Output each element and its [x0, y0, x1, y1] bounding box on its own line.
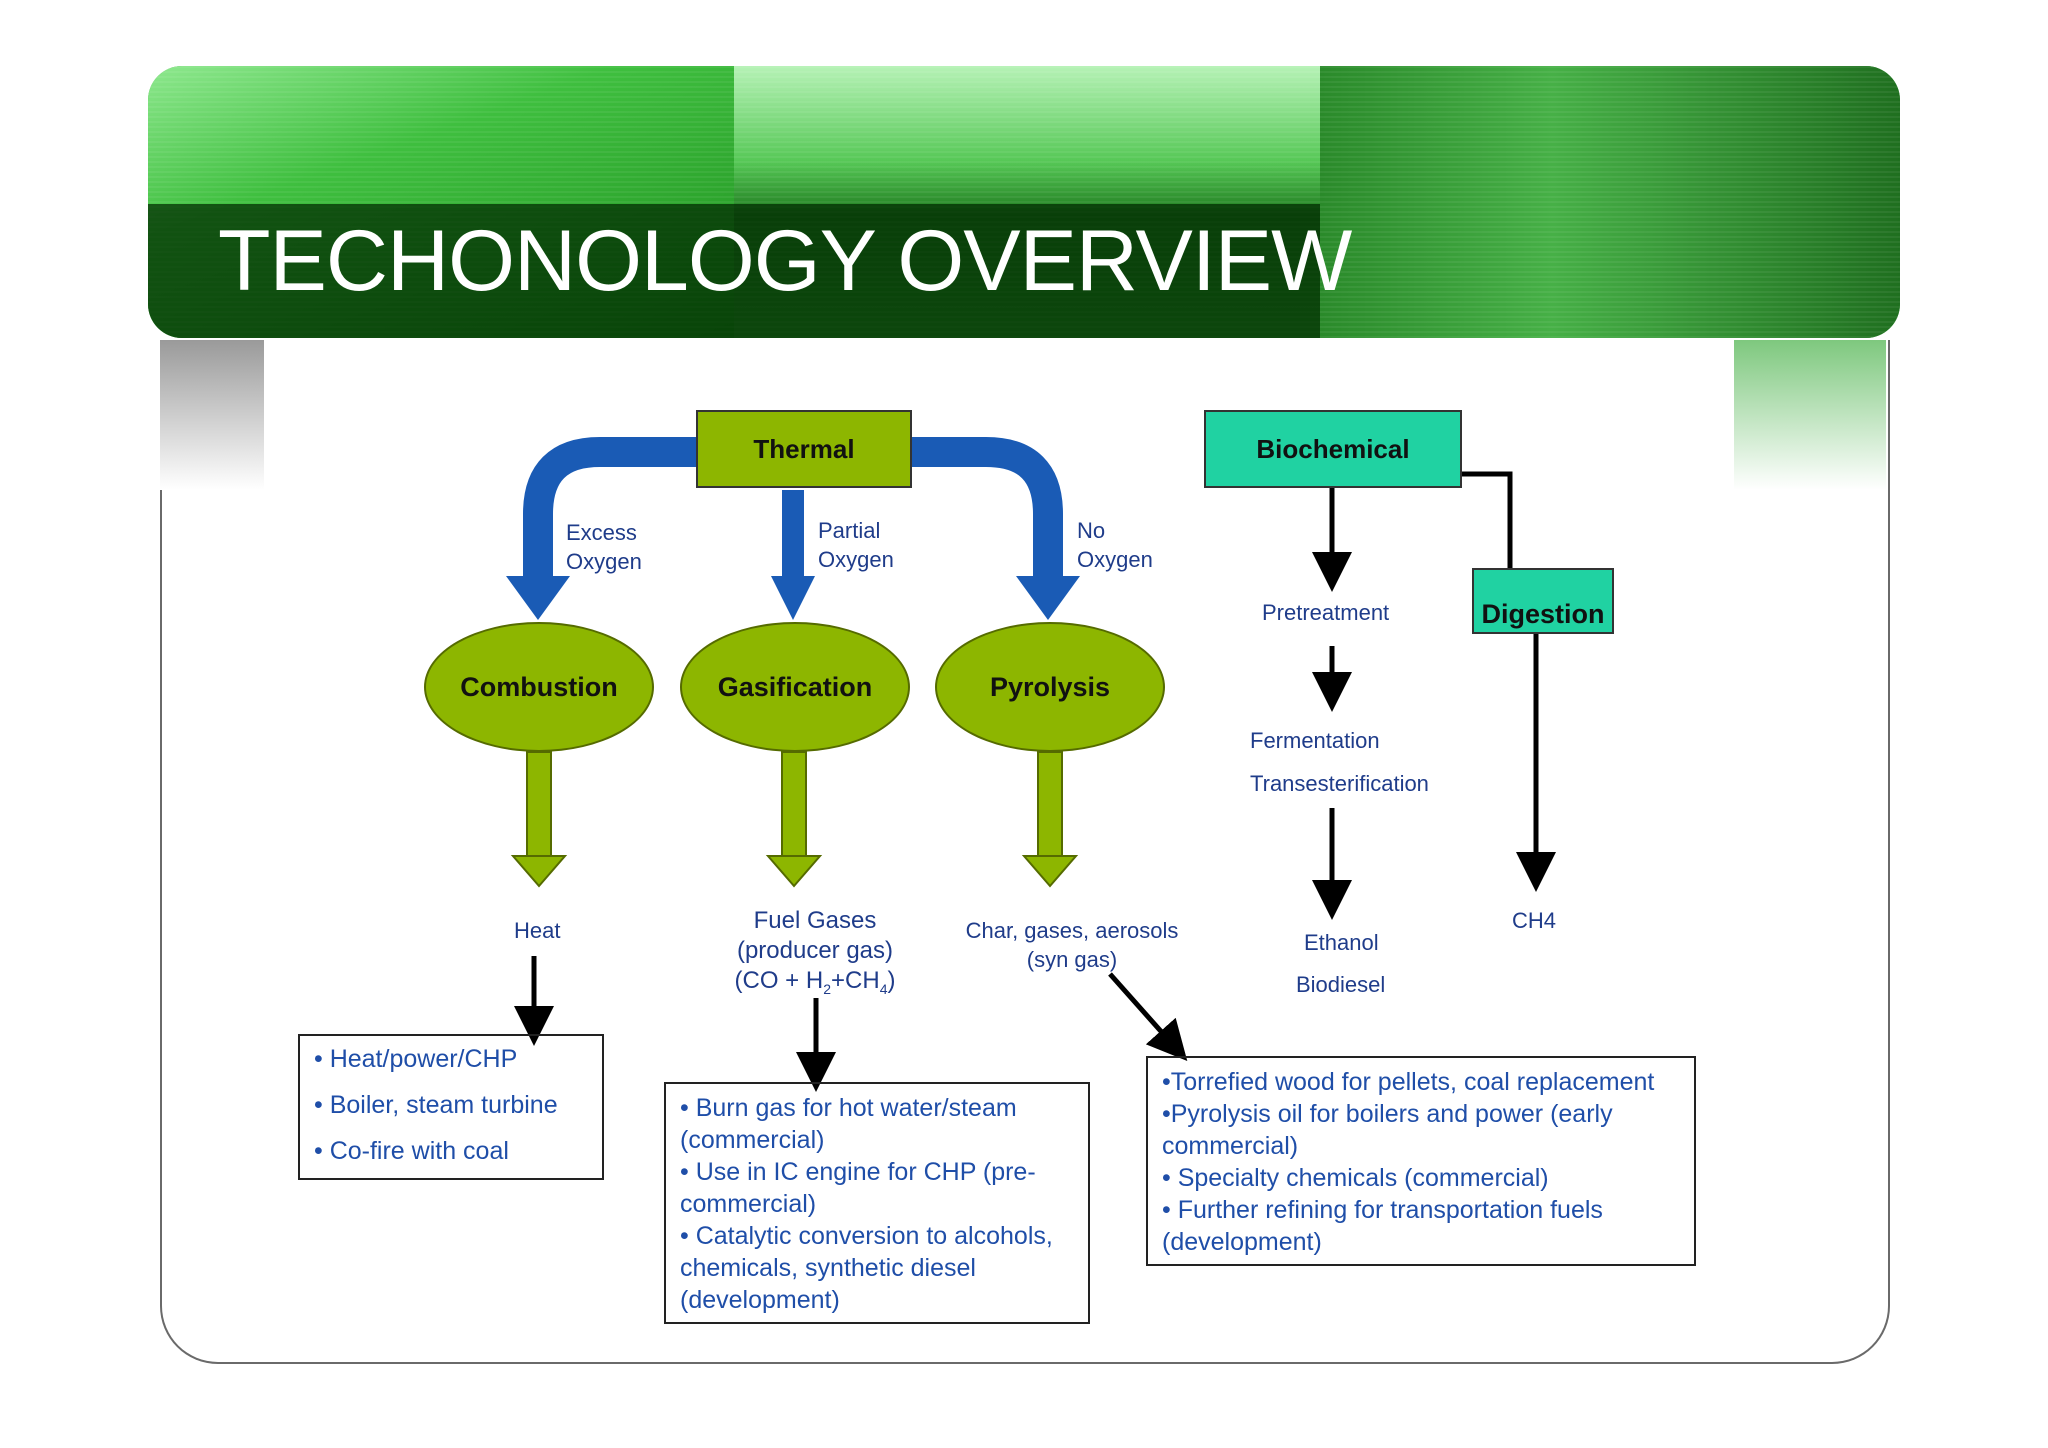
- list-item: • Burn gas for hot water/steam: [680, 1094, 1017, 1122]
- ethanol-label: Ethanol: [1304, 930, 1379, 955]
- fuel-gases-line: Fuel Gases: [753, 907, 877, 934]
- ch4-output-label: CH4: [1512, 908, 1557, 933]
- no-word: No: [1077, 518, 1106, 543]
- gasification-applications-box: • Burn gas for hot water/steam (commerci…: [664, 1082, 1090, 1324]
- list-item: •Torrefied wood for pellets, coal replac…: [1162, 1068, 1655, 1096]
- pyrolysis-node: Pyrolysis: [935, 622, 1165, 752]
- gas-formula-line: (CO + H2+CH4): [734, 967, 896, 997]
- partial-oxygen-arrowhead: [771, 576, 815, 620]
- digestion-node: Digestion: [1472, 568, 1614, 634]
- combustion-label: Combustion: [460, 671, 618, 702]
- partial-oxygen-arrow: [782, 490, 804, 576]
- combustion-output-arrow: [510, 751, 568, 888]
- oxygen-word: Oxygen: [1077, 547, 1153, 572]
- thermal-node: Thermal: [696, 410, 912, 488]
- no-oxygen-arrowhead: [1016, 576, 1080, 620]
- no-oxygen-arrow: [912, 437, 1063, 578]
- left-gradient-accent: [160, 340, 264, 490]
- heat-output-label: Heat: [514, 918, 561, 943]
- list-item: •Pyrolysis oil for boilers and power (ea…: [1162, 1100, 1613, 1128]
- syngas-line: (syn gas): [1026, 947, 1118, 972]
- biochem-to-digestion-connector: [1462, 471, 1513, 570]
- fermentation-label: Fermentation: [1250, 728, 1380, 753]
- list-item: • Boiler, steam turbine: [314, 1091, 558, 1119]
- biodiesel-label: Biodiesel: [1296, 972, 1386, 997]
- char-to-apps-arrow: [1108, 972, 1188, 1061]
- list-item: (development): [680, 1286, 840, 1314]
- gasification-label: Gasification: [717, 671, 873, 702]
- transesterification-label: Transesterification: [1250, 771, 1429, 796]
- list-item: • Heat/power/CHP: [314, 1045, 518, 1073]
- combustion-node: Combustion: [424, 622, 654, 752]
- digestion-label: Digestion: [1481, 599, 1605, 629]
- header-banner: TECHONOLOGY OVERVIEW: [148, 66, 1900, 338]
- combustion-applications-box: • Heat/power/CHP • Boiler, steam turbine…: [298, 1034, 604, 1180]
- partial-word: Partial: [818, 518, 881, 543]
- excess-word: Excess: [566, 520, 637, 545]
- char-line: Char, gases, aerosols: [965, 918, 1179, 943]
- thermal-label: Thermal: [753, 433, 855, 464]
- partial-oxygen-label: Partial Oxygen: [818, 516, 894, 574]
- list-item: chemicals, synthetic diesel: [680, 1254, 976, 1282]
- oxygen-word: Oxygen: [566, 549, 642, 574]
- biochemical-label: Biochemical: [1256, 433, 1410, 464]
- pyrolysis-applications-box: •Torrefied wood for pellets, coal replac…: [1146, 1056, 1696, 1266]
- pretreatment-label: Pretreatment: [1262, 600, 1390, 625]
- biochemical-node: Biochemical: [1204, 410, 1462, 488]
- list-item: (commercial): [680, 1126, 825, 1154]
- excess-oxygen-arrow: [523, 437, 698, 578]
- gasification-output-arrow: [765, 751, 823, 888]
- banner-stream-panel: [1320, 66, 1900, 338]
- title-band: [148, 204, 1320, 338]
- list-item: • Co-fire with coal: [314, 1137, 509, 1165]
- producer-gas-line: (producer gas): [736, 937, 894, 964]
- list-item: commercial): [680, 1190, 817, 1218]
- slide-title: TECHONOLOGY OVERVIEW: [218, 213, 1352, 309]
- list-item: commercial): [1162, 1132, 1299, 1160]
- oxygen-word: Oxygen: [818, 547, 894, 572]
- list-item: • Use in IC engine for CHP (pre-: [680, 1158, 1036, 1186]
- char-output-label: Char, gases, aerosols (syn gas): [950, 916, 1194, 974]
- pyrolysis-label: Pyrolysis: [989, 671, 1111, 702]
- list-item: • Specialty chemicals (commercial): [1162, 1164, 1549, 1192]
- list-item: • Further refining for transportation fu…: [1162, 1196, 1603, 1224]
- gasification-node: Gasification: [680, 622, 910, 752]
- excess-oxygen-arrowhead: [506, 576, 570, 620]
- list-item: • Catalytic conversion to alcohols,: [680, 1222, 1053, 1250]
- fuel-gases-output-label: Fuel Gases (producer gas) (CO + H2+CH4): [720, 906, 910, 1004]
- right-gradient-accent: [1734, 340, 1886, 490]
- no-oxygen-label: No Oxygen: [1077, 516, 1153, 574]
- pyrolysis-output-arrow: [1021, 751, 1079, 888]
- list-item: (development): [1162, 1228, 1322, 1256]
- excess-oxygen-label: Excess Oxygen: [566, 518, 642, 576]
- slide-content-frame: [160, 340, 1890, 1364]
